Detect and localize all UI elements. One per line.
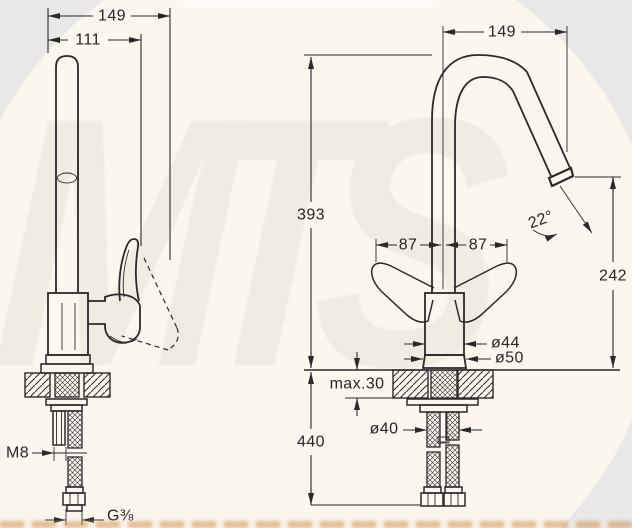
spout-inner-curve [454, 76, 552, 293]
body-collar [45, 354, 91, 365]
outlet-height-dimension: 242 [575, 176, 627, 368]
faucet-side-outline [40, 55, 94, 374]
thread-label: M8 [6, 445, 29, 462]
base-flare [421, 354, 468, 369]
right-view: 149 393 440 [297, 24, 627, 507]
mounting-hardware-front: ø40 [370, 398, 482, 507]
body-front: ø44 ø50 [404, 292, 524, 369]
dia-body-label: ø44 [491, 335, 520, 352]
dim-swing-left-label: 87 [399, 237, 418, 254]
counter-thickness-label: max.30 [330, 376, 385, 393]
faucet-body-front [424, 292, 465, 356]
mounting-flange-front [406, 398, 479, 406]
height-dimensions: 393 440 [297, 54, 432, 506]
hose-nut-right [443, 492, 466, 507]
handle-wing-right [453, 262, 518, 323]
countertop-hatch-right [83, 372, 111, 398]
handle-lever [118, 238, 140, 302]
handle-wing-left [370, 262, 435, 323]
dim-hose-drop-label: 440 [297, 434, 325, 451]
hose-collar-right [444, 486, 463, 494]
angle-leader-arc [532, 229, 558, 242]
supply-hose-lower [67, 456, 83, 488]
countertop-front: max.30 [304, 352, 620, 416]
dim-spout-reach-front-label: 149 [488, 24, 516, 41]
hose-nut [62, 492, 86, 506]
countertop-hatch-right-front [457, 369, 494, 399]
spout-column [55, 55, 79, 293]
handle-wings [370, 262, 518, 323]
left-view: 149 111 [6, 8, 179, 525]
hose-collar [65, 486, 84, 494]
bottom-edge-artifact-strip [0, 521, 632, 528]
hose-nipple [66, 504, 83, 512]
handle-swing-dimension: 87 87 [375, 237, 508, 262]
hose-left-lower [426, 451, 441, 488]
handle-side [88, 238, 179, 351]
mounting-hardware-side [45, 398, 88, 512]
threaded-shank [54, 372, 80, 398]
handle-swing-dashed [143, 257, 178, 329]
hose-thread-label: G⅜ [107, 508, 134, 525]
dim-outlet-height-label: 242 [599, 268, 627, 285]
hose-nut-left [420, 492, 444, 507]
outlet-axis-line [559, 185, 593, 234]
dim-swing-right-label: 87 [469, 237, 488, 254]
top-edge-artifact [183, 0, 433, 7]
hose-collar-left [423, 486, 442, 494]
countertop-hatch-left-front [392, 369, 429, 399]
spout-front: 22° [431, 54, 593, 293]
aerator-mark [57, 172, 77, 184]
left-dimensions: 149 111 [47, 8, 171, 260]
supply-hose-upper [67, 410, 83, 449]
mounting-flange [45, 398, 88, 406]
spout-outlet [547, 166, 575, 188]
countertop-hatch-left [24, 372, 51, 398]
countertop-side [24, 372, 111, 398]
thread-callouts: M8 G⅜ [6, 445, 134, 525]
faucet-body [47, 292, 89, 356]
dim-overall-width-label: 149 [98, 8, 126, 25]
handle-base [88, 293, 141, 344]
right-dimensions-top: 149 [442, 24, 568, 289]
hose-right-lower [445, 444, 460, 488]
threaded-shank-front [430, 369, 458, 399]
dim-spout-reach-label: 111 [75, 32, 101, 49]
base-plate [40, 363, 94, 374]
mounting-stud [52, 410, 66, 446]
spout-outer-curve [431, 54, 571, 293]
hose-left-upper [426, 411, 441, 448]
dia-base-label: ø50 [495, 350, 524, 367]
dia-hole-label: ø40 [370, 421, 399, 438]
angle-label: 22° [526, 208, 556, 233]
dim-spout-height-label: 393 [297, 207, 325, 224]
hose-right-upper [445, 411, 460, 441]
